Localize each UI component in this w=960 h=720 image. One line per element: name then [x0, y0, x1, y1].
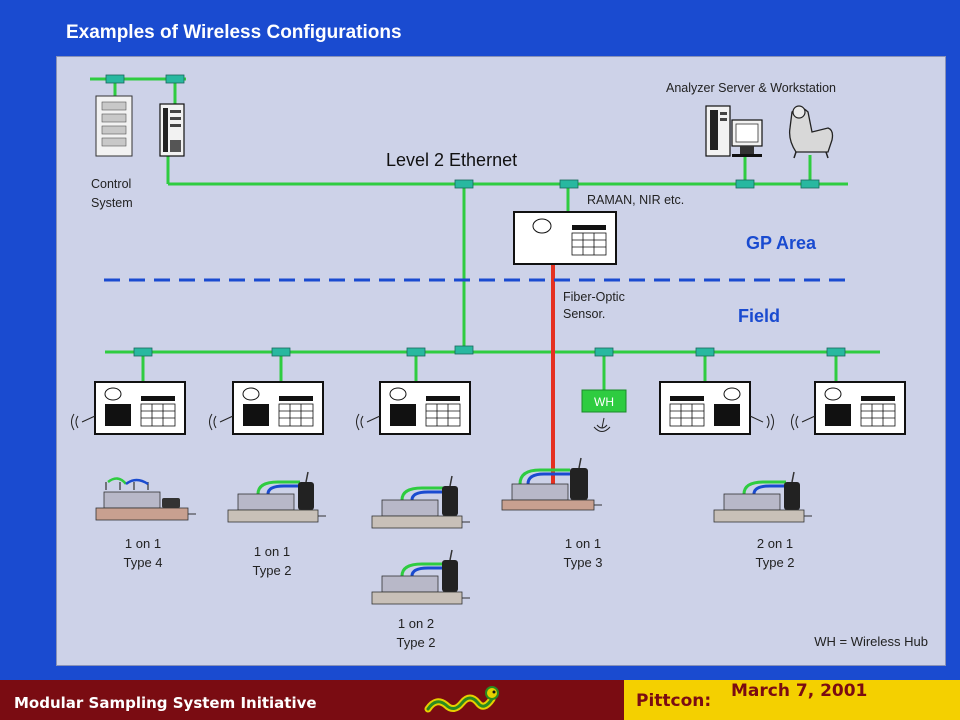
config-5-line1: 2 on 1 — [757, 536, 793, 551]
network-taps — [105, 74, 846, 357]
sampling-system-type2-d — [713, 471, 812, 523]
diagram-panel — [56, 56, 946, 666]
fiber-optic-label-line2: Sensor. — [563, 307, 605, 321]
sampling-system-type2-a — [227, 471, 326, 523]
config-2-line2: Type 2 — [252, 563, 291, 578]
footer-bar: Modular Sampling System Initiative Pittc… — [0, 680, 960, 720]
control-system-label-line2: System — [91, 196, 133, 210]
wireless-hub-legend: WH = Wireless Hub — [814, 634, 928, 649]
gp-area-label: GP Area — [746, 233, 817, 253]
config-1-line2: Type 4 — [123, 555, 162, 570]
config-5-line2: Type 2 — [755, 555, 794, 570]
control-system-label-line1: Control — [91, 177, 131, 191]
config-2-line1: 1 on 1 — [254, 544, 290, 559]
config-3-line1: 1 on 2 — [398, 616, 434, 631]
wireless-hub-tag: WH — [594, 395, 614, 409]
sampling-system-type2-b — [371, 475, 470, 529]
field-analyzer-1 — [94, 381, 186, 435]
sampling-system-type3 — [501, 457, 602, 511]
wireless-hub-icon: WH — [581, 389, 627, 413]
raman-label: RAMAN, NIR etc. — [587, 193, 684, 207]
control-system-icon — [95, 95, 185, 157]
config-3-line2: Type 2 — [396, 635, 435, 650]
field-analyzer-4 — [659, 381, 751, 435]
ethernet-network — [90, 77, 880, 390]
field-analyzer-5 — [814, 381, 906, 435]
config-4-line1: 1 on 1 — [565, 536, 601, 551]
sampling-system-type2-c — [371, 549, 470, 605]
footer-event: Pittcon: — [636, 691, 712, 711]
config-4-line2: Type 3 — [563, 555, 602, 570]
field-analyzer-2 — [232, 381, 324, 435]
network-diagram: WH — [71, 74, 928, 650]
slide-title: Examples of Wireless Configurations — [66, 22, 402, 43]
field-analyzer-3 — [379, 381, 471, 435]
fiber-optic-label-line1: Fiber-Optic — [563, 290, 625, 304]
footer-initiative: Modular Sampling System Initiative — [14, 694, 317, 712]
ethernet-label: Level 2 Ethernet — [386, 150, 517, 170]
config-1-line1: 1 on 1 — [125, 536, 161, 551]
operator-workstation-icon — [788, 105, 834, 159]
footer-date: March 7, 2001 — [731, 681, 868, 701]
wireless-signal-icons — [71, 413, 816, 432]
field-label: Field — [738, 306, 780, 326]
mascot-logo-icon — [424, 686, 499, 713]
analyzer-label: Analyzer Server & Workstation — [666, 81, 836, 95]
sampling-system-type4 — [95, 477, 196, 521]
footer-event-box: Pittcon: March 7, 2001 — [624, 680, 960, 720]
gp-analyzer-icon — [513, 211, 617, 265]
analyzer-server-icon — [705, 105, 763, 157]
